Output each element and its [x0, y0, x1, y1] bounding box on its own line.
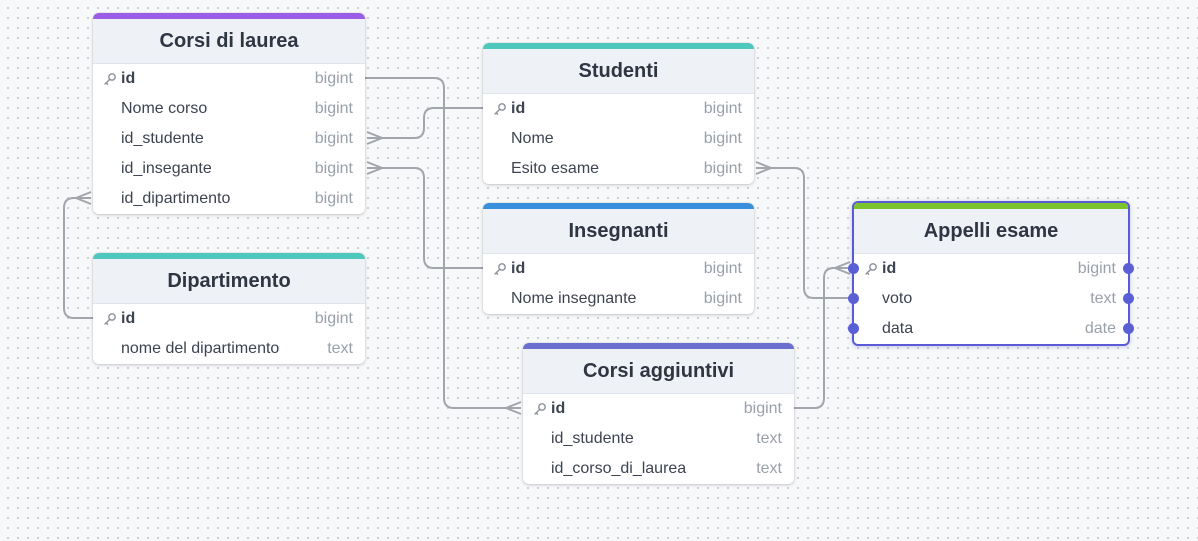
crows-foot-icon — [366, 161, 385, 175]
table-title[interactable]: Insegnanti — [483, 209, 754, 254]
field-name: Nome insegnante — [511, 290, 637, 307]
field-type: bigint — [314, 160, 353, 177]
field-name: id_corso_di_laurea — [551, 460, 687, 477]
table-accent-bar — [483, 203, 754, 209]
field-name: id — [121, 310, 136, 327]
field-name: Nome — [511, 130, 554, 147]
field-type: bigint — [314, 70, 353, 87]
connection-handle-right[interactable] — [1123, 293, 1134, 304]
field-type: bigint — [314, 130, 353, 147]
field-type: text — [756, 430, 782, 447]
field-row[interactable]: id_studente bigint — [93, 124, 365, 154]
primary-key-icon — [103, 312, 117, 326]
crows-foot-icon — [503, 401, 522, 415]
connection-handle-right[interactable] — [1123, 263, 1134, 274]
field-type: bigint — [703, 260, 742, 277]
field-row[interactable]: id bigint — [848, 254, 1134, 284]
field-type: bigint — [1077, 260, 1116, 277]
field-type: bigint — [743, 400, 782, 417]
primary-key-icon — [493, 262, 507, 276]
field-name: Esito esame — [511, 160, 600, 177]
field-type: bigint — [703, 160, 742, 177]
field-row[interactable]: Nome insegnante bigint — [483, 284, 754, 314]
field-name: id — [511, 260, 526, 277]
field-name: voto — [882, 290, 913, 307]
field-row[interactable]: id_studente text — [523, 424, 794, 454]
connection-handle-right[interactable] — [1123, 323, 1134, 334]
field-row[interactable]: nome del dipartimento text — [93, 334, 365, 364]
table-accent-bar — [523, 343, 794, 349]
field-row[interactable]: id bigint — [93, 304, 365, 334]
field-row[interactable]: voto text — [848, 284, 1134, 314]
table-accent-bar — [93, 13, 365, 19]
connection-handle-left[interactable] — [848, 323, 859, 334]
field-row[interactable]: id bigint — [93, 64, 365, 94]
field-type: text — [756, 460, 782, 477]
field-row[interactable]: Esito esame bigint — [483, 154, 754, 184]
edge-dipartimento-to-corsi-laurea[interactable] — [63, 197, 93, 319]
field-type: bigint — [314, 310, 353, 327]
connection-handle-left[interactable] — [848, 263, 859, 274]
primary-key-icon — [493, 102, 507, 116]
field-type: date — [1084, 320, 1116, 337]
primary-key-icon — [864, 262, 878, 276]
field-row[interactable]: Nome corso bigint — [93, 94, 365, 124]
field-row[interactable]: id bigint — [523, 394, 794, 424]
field-name: id_studente — [551, 430, 634, 447]
table-title[interactable]: Corsi aggiuntivi — [523, 349, 794, 394]
field-row[interactable]: id bigint — [483, 254, 754, 284]
field-type: bigint — [703, 100, 742, 117]
field-type: text — [1090, 290, 1116, 307]
field-type: bigint — [703, 290, 742, 307]
field-row[interactable]: data date — [848, 314, 1134, 344]
table-title[interactable]: Corsi di laurea — [93, 19, 365, 64]
table-accent-bar — [483, 43, 754, 49]
field-row[interactable]: id_corso_di_laurea text — [523, 454, 794, 484]
table-dipartimento[interactable]: Dipartimento id bigint nome del dipartiment… — [93, 253, 365, 364]
edge-appelli-to-studenti[interactable] — [756, 167, 852, 299]
edge-studenti-to-corsi-laurea[interactable] — [367, 107, 483, 139]
field-type: bigint — [314, 190, 353, 207]
field-name: id — [511, 100, 526, 117]
field-row[interactable]: id_insegante bigint — [93, 154, 365, 184]
table-title[interactable]: Appelli esame — [854, 209, 1128, 254]
field-name: data — [882, 320, 914, 337]
connection-handle-left[interactable] — [848, 293, 859, 304]
field-name: id_studente — [121, 130, 204, 147]
field-type: text — [327, 340, 353, 357]
crows-foot-icon — [366, 131, 385, 145]
field-name: id — [882, 260, 897, 277]
field-row[interactable]: id bigint — [483, 94, 754, 124]
field-type: bigint — [314, 100, 353, 117]
edge-corsi-aggiuntivi-to-appelli[interactable] — [794, 267, 850, 409]
table-accent-bar — [854, 203, 1128, 209]
field-name: id — [121, 70, 136, 87]
crows-foot-icon — [755, 161, 774, 175]
field-name: id — [551, 400, 566, 417]
field-row[interactable]: Nome bigint — [483, 124, 754, 154]
field-name: id_insegante — [121, 160, 212, 177]
primary-key-icon — [103, 72, 117, 86]
field-row[interactable]: id_dipartimento bigint — [93, 184, 365, 214]
edge-insegnanti-to-corsi-laurea[interactable] — [367, 167, 483, 269]
table-appelli-esame[interactable]: Appelli esame id bigint voto text data date — [848, 201, 1134, 346]
field-type: bigint — [703, 130, 742, 147]
field-name: nome del dipartimento — [121, 340, 280, 357]
table-accent-bar — [93, 253, 365, 259]
crows-foot-icon — [73, 191, 92, 205]
field-name: id_dipartimento — [121, 190, 231, 207]
table-title[interactable]: Dipartimento — [93, 259, 365, 304]
primary-key-icon — [533, 402, 547, 416]
table-title[interactable]: Studenti — [483, 49, 754, 94]
field-name: Nome corso — [121, 100, 208, 117]
